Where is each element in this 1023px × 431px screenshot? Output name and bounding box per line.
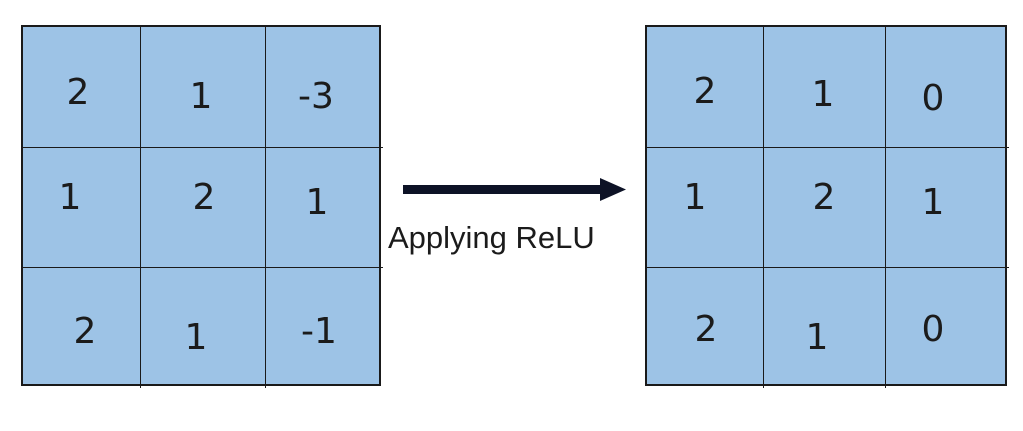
- output-cell-2-0: 2: [647, 268, 764, 388]
- cell-value: 1: [189, 76, 213, 117]
- cell-value: 0: [921, 309, 945, 350]
- output-cell-0-2: 0: [886, 27, 1009, 148]
- cell-value: 1: [305, 182, 329, 223]
- cell-value: 2: [694, 309, 718, 350]
- cell-value: 1: [811, 74, 835, 115]
- input-cell-0-1: 1: [141, 27, 266, 148]
- cell-value: -3: [298, 76, 334, 117]
- input-cell-0-0: 2: [23, 27, 141, 148]
- input-cell-0-2: -3: [266, 27, 383, 148]
- cell-value: 2: [693, 71, 717, 112]
- input-cell-1-0: 1: [23, 148, 141, 268]
- arrow: [400, 175, 630, 205]
- cell-value: 0: [921, 78, 945, 119]
- output-matrix: 2 1 0 1 2 1 2 1 0: [645, 25, 1009, 388]
- cell-value: 2: [192, 177, 216, 218]
- output-cell-0-0: 2: [647, 27, 764, 148]
- input-matrix: 2 1 -3 1 2 1 2 1 -1: [21, 25, 383, 388]
- cell-value: 1: [184, 317, 208, 358]
- cell-value: 2: [73, 311, 97, 352]
- output-cell-2-1: 1: [764, 268, 886, 388]
- output-cell-1-1: 2: [764, 148, 886, 268]
- cell-value: -1: [301, 311, 337, 352]
- input-cell-2-0: 2: [23, 268, 141, 388]
- cell-value: 1: [805, 317, 829, 358]
- arrow-label: Applying ReLU: [388, 220, 595, 255]
- output-cell-0-1: 1: [764, 27, 886, 148]
- output-cell-1-2: 1: [886, 148, 1009, 268]
- input-cell-1-1: 2: [141, 148, 266, 268]
- output-cell-1-0: 1: [647, 148, 764, 268]
- right-arrow-icon: [403, 178, 626, 201]
- input-cell-1-2: 1: [266, 148, 383, 268]
- cell-value: 1: [921, 182, 945, 223]
- cell-value: 2: [66, 72, 90, 113]
- cell-value: 1: [58, 177, 82, 218]
- input-cell-2-1: 1: [141, 268, 266, 388]
- cell-value: 2: [812, 177, 836, 218]
- output-cell-2-2: 0: [886, 268, 1009, 388]
- cell-value: 1: [683, 177, 707, 218]
- input-cell-2-2: -1: [266, 268, 383, 388]
